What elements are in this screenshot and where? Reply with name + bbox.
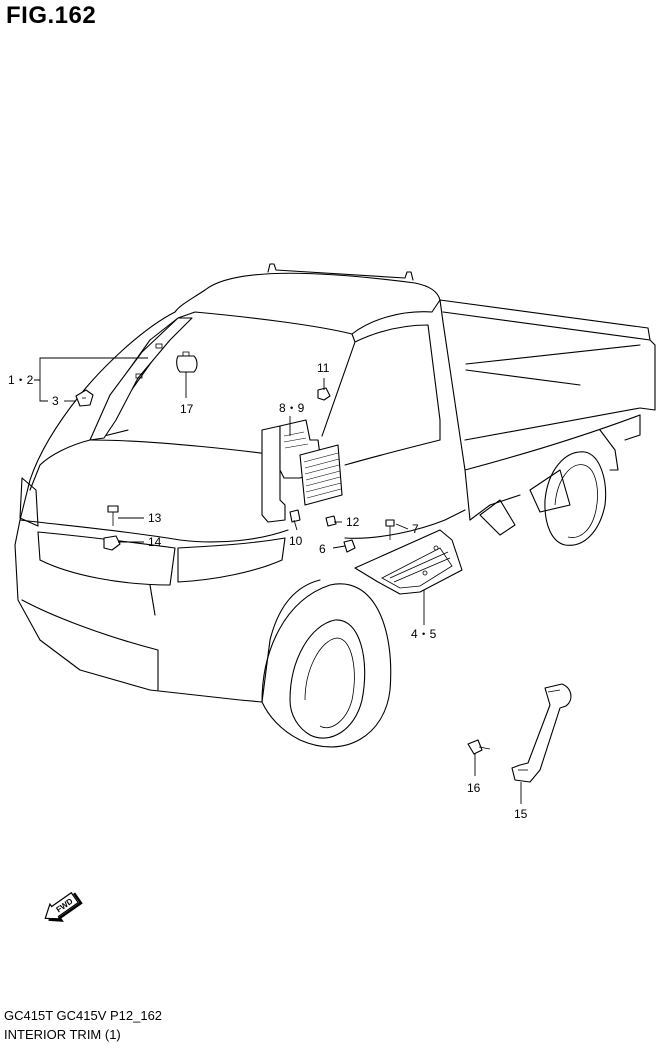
pillar-trim-part [89,317,193,441]
footer-caption: INTERIOR TRIM (1) [4,1027,121,1042]
truck-outline [14,263,656,748]
callout-11: 11 [317,361,330,375]
forward-arrow-icon: FWD [44,891,83,922]
figure-title: FIG.162 [6,2,97,29]
plug-17-part [176,351,198,373]
nut-14-part [103,535,121,551]
callouts: 1・2 3 17 11 8・9 13 14 10 12 7 6 4・5 16 1… [8,361,528,821]
b-pillar-trim-part [261,419,343,523]
callout-13: 13 [148,511,162,525]
callout-6: 6 [319,542,326,556]
clip-12-part [325,515,337,527]
screw-7-part [385,519,395,540]
screw-13-part [107,505,119,526]
callout-4-5: 4・5 [411,627,437,641]
callout-12: 12 [346,515,360,529]
callout-16: 16 [467,781,481,795]
callout-14: 14 [148,535,162,549]
clip-11-part [317,387,331,401]
callout-15: 15 [514,807,528,821]
bolt-16-part [467,739,491,755]
callout-1-2: 1・2 [8,373,34,387]
step-plate-part [354,529,463,595]
assist-grip-15-part [511,683,572,783]
leader-lines [34,357,522,804]
clip-6-part [343,539,356,553]
callout-3: 3 [52,394,59,408]
callout-10: 10 [289,534,303,548]
footer-models: GC415T GC415V P12_162 [4,1008,163,1023]
clip-3-part [75,389,94,407]
callout-8-9: 8・9 [279,401,305,415]
callout-17: 17 [180,402,194,416]
callout-7: 7 [412,522,419,536]
clip-10-part [289,509,301,523]
